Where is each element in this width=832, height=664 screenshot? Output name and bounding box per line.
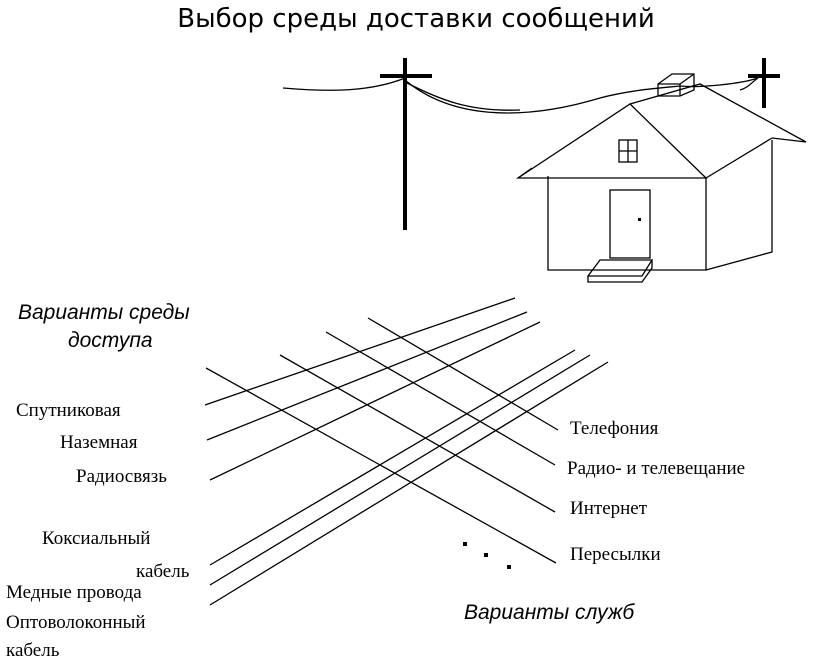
power-pole-left: [380, 58, 432, 230]
service-line-telephony: [367, 317, 559, 431]
service-line-broadcast: [325, 331, 556, 466]
media-satellite: Спутниковая: [16, 400, 121, 421]
power-pole-right: [748, 58, 780, 108]
access-header-line2: доступа: [68, 329, 153, 352]
media-terrestrial: Наземная: [60, 432, 138, 453]
media-radio: Радиосвязь: [76, 466, 167, 487]
service-header: Варианты служб: [464, 601, 635, 624]
house-front: [547, 176, 707, 271]
access-line-radio: [209, 321, 541, 481]
access-line-terrestrial: [206, 311, 528, 441]
service-line-internet: [279, 354, 556, 513]
media-fiber-line1: Оптоволоконный: [6, 612, 146, 633]
wire-left: [282, 77, 406, 91]
access-header-line1: Варианты среды: [18, 301, 190, 324]
media-coaxial-line1: Коксиальный: [42, 528, 151, 549]
house-roof: [629, 83, 807, 143]
service-delivery: Пересылки: [570, 544, 661, 565]
service-internet: Интернет: [570, 498, 648, 519]
service-line-delivery: [205, 367, 557, 564]
ellipsis-dot: [463, 542, 467, 546]
ellipsis-dot: [484, 553, 488, 557]
house-step: [586, 259, 654, 277]
house-side: [705, 140, 773, 271]
media-fiber-line2: кабель: [6, 640, 60, 661]
access-line-fiber: [209, 361, 609, 606]
access-line-coaxial: [209, 349, 576, 566]
wire-middle: [404, 79, 681, 114]
media-copper: Медные провода: [6, 582, 142, 603]
service-telephony: Телефония: [570, 418, 659, 439]
access-line-copper: [209, 354, 591, 586]
chimney: [657, 73, 695, 97]
ellipsis-dot: [507, 565, 511, 569]
house-gable: [515, 103, 708, 179]
diagram-title: Выбор среды доставки сообщений: [177, 4, 655, 34]
service-broadcast: Радио- и телевещание: [567, 458, 746, 479]
media-coaxial-line2: кабель: [136, 561, 190, 582]
house-door: [609, 189, 651, 259]
service-lines: [205, 317, 559, 564]
access-lines: [204, 297, 609, 606]
